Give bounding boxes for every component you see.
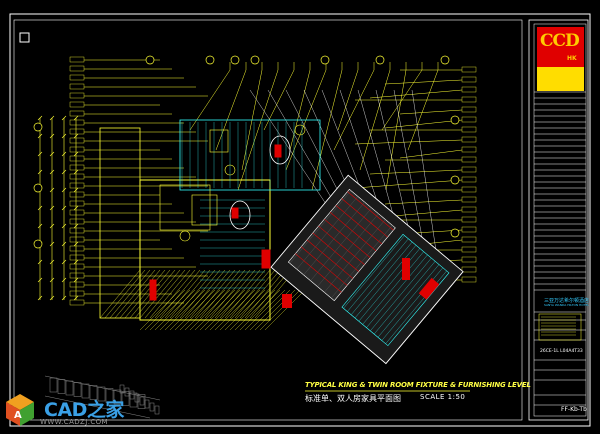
logo-band — [537, 67, 584, 91]
drawing-inner-border — [13, 19, 523, 421]
room-plan — [99, 119, 321, 331]
drawing-title-en: TYPICAL KING & TWIN ROOM FIXTURE & FURNI… — [305, 381, 531, 389]
watermark-brand: CAD之家 — [44, 399, 124, 421]
title-block-inner — [533, 23, 587, 417]
key-plan — [44, 375, 161, 419]
logo-box — [537, 27, 584, 67]
cad-logo-icon: A — [6, 394, 34, 426]
company-logo: CCD — [540, 31, 580, 51]
project-name-en: SANYA WANDA HILTON HOTEL — [544, 303, 590, 307]
grid-bubbles — [33, 55, 460, 249]
company-logo-sub: HK — [567, 55, 577, 62]
title-block-frame — [528, 19, 589, 421]
sheet-code: FF-Kb-Tb — [561, 406, 587, 413]
drawing-title-cn: 标准单、双人房家具平面图 — [305, 394, 401, 403]
drawing-scale: SCALE 1:50 — [420, 393, 466, 401]
drawing-border — [9, 13, 591, 427]
rotated-room-plan — [270, 174, 464, 365]
project-name-cn: 三亚万达希尔顿酒店 — [544, 298, 590, 304]
corner-marker — [19, 32, 30, 43]
watermark-url: WWW.CADZJ.COM — [40, 418, 108, 426]
svg-text:A: A — [14, 410, 22, 421]
dimension-lines — [37, 115, 79, 301]
title-block-rows — [534, 57, 586, 406]
drawing-number: 26CE-1L L04A4T33 — [540, 349, 583, 354]
